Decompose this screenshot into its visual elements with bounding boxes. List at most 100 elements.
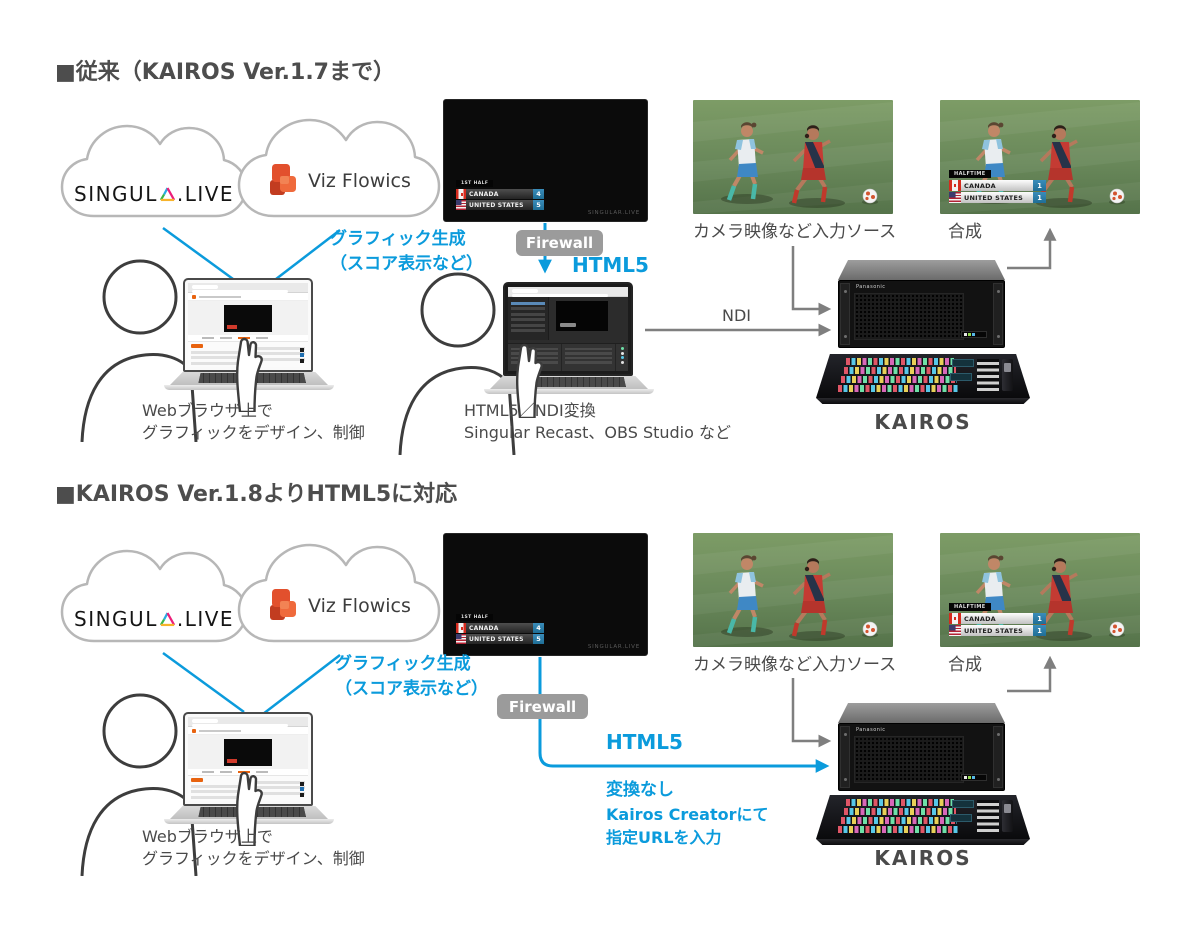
section2-title: ■KAIROS Ver.1.8よりHTML5に対応 [55,482,458,507]
composite-output-arrow-1 [1007,227,1057,270]
live-badge [227,325,237,329]
panasonic-logo: Panasonic [856,284,886,290]
singular-watermark: SINGULAR.LIVE [587,210,640,216]
kairos-label-1: KAIROS [874,410,972,434]
kairos-mainframe-1: Panasonic [838,260,1005,348]
usa-flag-icon [949,625,961,636]
panel-lcd [950,814,972,822]
panel-lcd [952,800,974,808]
button-row [841,376,957,383]
kairos-label-2: KAIROS [874,846,972,870]
player-red-navy [791,125,831,204]
designer-caption-1: Webブラウザ上で グラフィックをデザイン、制御 [142,401,365,442]
keyboard [518,377,626,387]
composite-caption-1: 合成 [948,222,982,242]
button-row [846,799,954,806]
pointing-hand-icon [235,771,263,846]
property-panel [250,776,308,801]
panel-keys [977,359,999,391]
preview-video [224,304,272,332]
cloud-to-laptop-line-3 [162,651,245,714]
pointing-hand-icon [235,337,263,412]
camera-caption-1: カメラ映像など入力ソース [693,222,897,242]
panel-keys [977,800,999,832]
html5-direct-arrow [538,657,830,773]
camera-caption-2: カメラ映像など入力ソース [693,655,897,675]
rack-ear [840,283,850,345]
rack-top [838,260,1005,280]
no-conversion-note: 変換なし Kairos Creatorにて 指定URLを入力 [606,780,769,847]
graphics-generation-note-1: グラフィック生成 （スコア表示など） [330,229,483,274]
laptop-lid [183,712,313,806]
button-row [844,808,956,815]
pointing-hand-icon [515,343,543,418]
source-list [508,297,549,340]
rack-top [838,703,1005,723]
singular-dashboard-screen [188,717,308,801]
panasonic-logo: Panasonic [856,727,886,733]
singular-live-logo: SINGUL .LIVE [74,182,235,206]
panel-lcd [952,359,974,367]
canada-flag-icon [456,189,466,199]
scorebug-row: CANADA 4 [456,189,544,199]
kairos-control-panel-1 [816,354,1030,406]
canada-flag-icon [949,613,961,624]
panel-lcd [950,373,972,381]
scorebug-row: UNITED STATES 5 [456,200,544,210]
camera-source-image-2 [693,533,893,647]
player-blue-white [726,122,764,201]
browser-chrome [188,283,308,293]
button-row [838,385,958,392]
usa-flag-icon [949,192,961,203]
singular-triangle-icon [159,612,175,627]
cloud-to-laptop-line-4 [262,654,341,715]
button-row [844,367,956,374]
camera-source-image-1 [693,100,893,214]
composite-caption-2: 合成 [948,655,982,675]
rack-mesh [854,736,964,783]
singular-watermark: SINGULAR.LIVE [587,644,640,650]
flowics-icon [270,589,296,620]
preview-video [224,738,272,766]
viz-flowics-logo: Viz Flowics [268,587,411,625]
camera-input-arrow-1 [791,246,832,316]
firewall-badge-1: Firewall [516,230,603,256]
html5-label-1: HTML5 [572,253,649,277]
operator-silhouette-3 [80,693,198,876]
property-panel [250,342,308,367]
converter-caption: HTML5／NDI変換 Singular Recast、OBS Studio な… [464,401,731,442]
button-row [841,817,957,824]
canada-flag-icon [456,623,466,633]
scorebug-screen-1: 1ST HALF CANADA 4 UNITED STATES 5 [456,169,544,210]
canada-flag-icon [949,180,961,191]
designer-laptop-2 [164,712,336,824]
cloud-services-2: SINGUL .LIVE Viz Flowics [58,529,442,657]
program-preview [556,301,608,331]
camera-input-arrow-2 [791,678,832,748]
button-row [838,826,958,833]
firewall-badge-2: Firewall [497,694,588,719]
rack-ear [993,726,1003,788]
live-badge [227,759,237,763]
composite-output-arrow-2 [1007,655,1057,693]
singular-triangle-icon [159,187,175,202]
kairos-mainframe-2: Panasonic [838,703,1005,791]
designer-caption-2: Webブラウザ上で グラフィックをデザイン、制御 [142,827,365,868]
ndi-label: NDI [722,306,752,325]
rack-indicators [961,331,987,338]
t-bar [1002,800,1013,832]
singular-live-logo: SINGUL .LIVE [74,607,235,631]
rack-ear [840,726,850,788]
cloud-services-1: SINGUL .LIVE Viz Flowics [58,104,442,232]
browser-chrome [188,717,308,727]
usa-flag-icon [456,200,466,210]
mixer-panel [562,343,616,371]
soccer-ball [862,188,878,204]
